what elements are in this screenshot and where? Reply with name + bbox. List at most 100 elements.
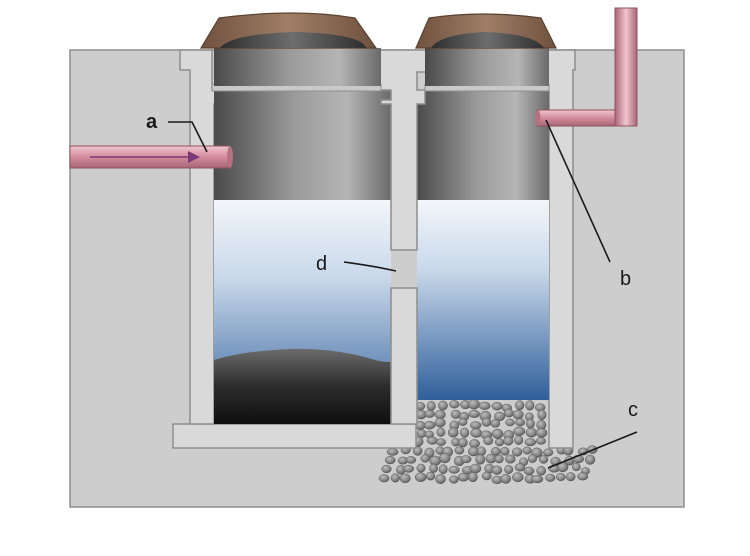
- leader-c: [547, 431, 638, 469]
- flow-arrow-head: [188, 151, 200, 163]
- gravel-stone: [537, 409, 547, 420]
- gravel-stone: [525, 400, 535, 411]
- gravel-stone: [491, 402, 503, 411]
- gravel-stone: [470, 421, 482, 430]
- gravel-stone: [514, 463, 526, 472]
- gravel-stone: [448, 475, 459, 484]
- gravel-stone: [503, 436, 514, 446]
- gravel-stone: [526, 418, 535, 429]
- gravel-stone: [426, 436, 438, 445]
- gravel-stone: [494, 454, 504, 464]
- gravel-stone: [494, 411, 506, 422]
- gravel-stone: [500, 446, 510, 456]
- gravel-stone: [565, 472, 576, 482]
- gravel-stone: [469, 439, 480, 448]
- gravel-stone: [390, 473, 400, 483]
- gravel-stone: [495, 438, 505, 447]
- label-a: a: [146, 111, 158, 133]
- chamber-2-liquid: [417, 200, 549, 400]
- gravel-stone: [545, 473, 556, 482]
- gravel-stone: [437, 400, 448, 411]
- gravel-stone: [536, 437, 547, 445]
- gravel-stone: [470, 428, 483, 438]
- gravel-stone: [425, 471, 436, 481]
- gravel-stone: [538, 454, 549, 464]
- base-slab: [172, 423, 417, 449]
- gravel-stone: [481, 417, 492, 427]
- gravel-stone: [448, 465, 460, 474]
- gravel-stone: [543, 448, 554, 457]
- manhole-neck-left: [214, 48, 381, 86]
- gravel-stone: [504, 465, 514, 474]
- gravel-stone: [460, 427, 470, 438]
- partition-wall-lower: [390, 287, 418, 425]
- manhole-neck-right: [425, 48, 549, 86]
- gravel-stone: [460, 455, 472, 464]
- gravel-stone: [458, 418, 468, 426]
- gravel-stone: [454, 446, 465, 455]
- manhole-lid-left-top: [220, 32, 366, 48]
- gravel-stone: [571, 462, 581, 472]
- label-d: d: [316, 253, 327, 275]
- gravel-stone: [434, 417, 446, 428]
- gravel-stone: [476, 446, 487, 457]
- gravel-stone: [423, 421, 436, 430]
- label-c: c: [628, 399, 638, 421]
- gravel-stone: [556, 473, 566, 482]
- gravel-stone: [522, 446, 532, 455]
- gravel-stone: [429, 463, 438, 473]
- gravel-stone: [536, 465, 547, 476]
- gravel-stone: [527, 454, 538, 463]
- gravel-stone: [424, 409, 435, 418]
- manhole-lid-right-top: [431, 32, 544, 48]
- gravel-stone: [458, 437, 468, 448]
- leader-d: [343, 261, 397, 272]
- gravel-stone: [434, 409, 446, 420]
- gravel-stone: [481, 471, 492, 481]
- gravel-stone: [475, 454, 486, 465]
- inlet-pipe-end: [227, 146, 233, 168]
- gravel-stone: [405, 456, 417, 464]
- gravel-bed: [378, 399, 598, 485]
- gravel-stone: [439, 452, 451, 464]
- gravel-stone: [449, 400, 460, 409]
- gravel-stone: [386, 448, 399, 456]
- gravel-stone: [515, 400, 525, 411]
- gravel-stone: [525, 427, 537, 438]
- gravel-stone: [467, 471, 478, 483]
- gravel-stone: [402, 464, 415, 473]
- gravel-stone: [384, 456, 396, 465]
- gravel-stone: [523, 466, 535, 476]
- gravel-stone: [512, 472, 524, 483]
- gravel-stone: [416, 463, 426, 473]
- outlet-pipe-end: [535, 110, 541, 126]
- gravel-stone: [447, 427, 459, 438]
- chamber-1-air: [214, 90, 391, 200]
- gravel-stone: [436, 427, 446, 437]
- gravel-stone: [438, 464, 448, 475]
- leader-b: [545, 119, 611, 263]
- gravel-stone: [436, 438, 446, 446]
- gravel-stone: [435, 474, 446, 484]
- gravel-stone: [505, 454, 516, 464]
- gravel-stone: [505, 418, 515, 427]
- gravel-stone: [535, 427, 548, 438]
- gravel-stone: [378, 474, 390, 483]
- gravel-stone: [511, 447, 523, 457]
- gravel-stone: [491, 428, 504, 439]
- gravel-stone: [426, 401, 436, 412]
- gravel-stone: [577, 472, 589, 481]
- sludge-layer: [214, 348, 391, 424]
- gravel-stone: [514, 435, 524, 445]
- gravel-stone: [381, 464, 392, 474]
- gravel-stone: [490, 419, 501, 428]
- gravel-stone: [512, 409, 524, 420]
- gravel-stone: [483, 436, 494, 446]
- gravel-stone: [414, 472, 427, 482]
- gravel-stone: [491, 465, 503, 475]
- outlet-pipe-vertical: [614, 7, 638, 127]
- gravel-stone: [469, 463, 482, 474]
- gravel-stone: [399, 473, 411, 484]
- gravel-stone: [478, 401, 491, 410]
